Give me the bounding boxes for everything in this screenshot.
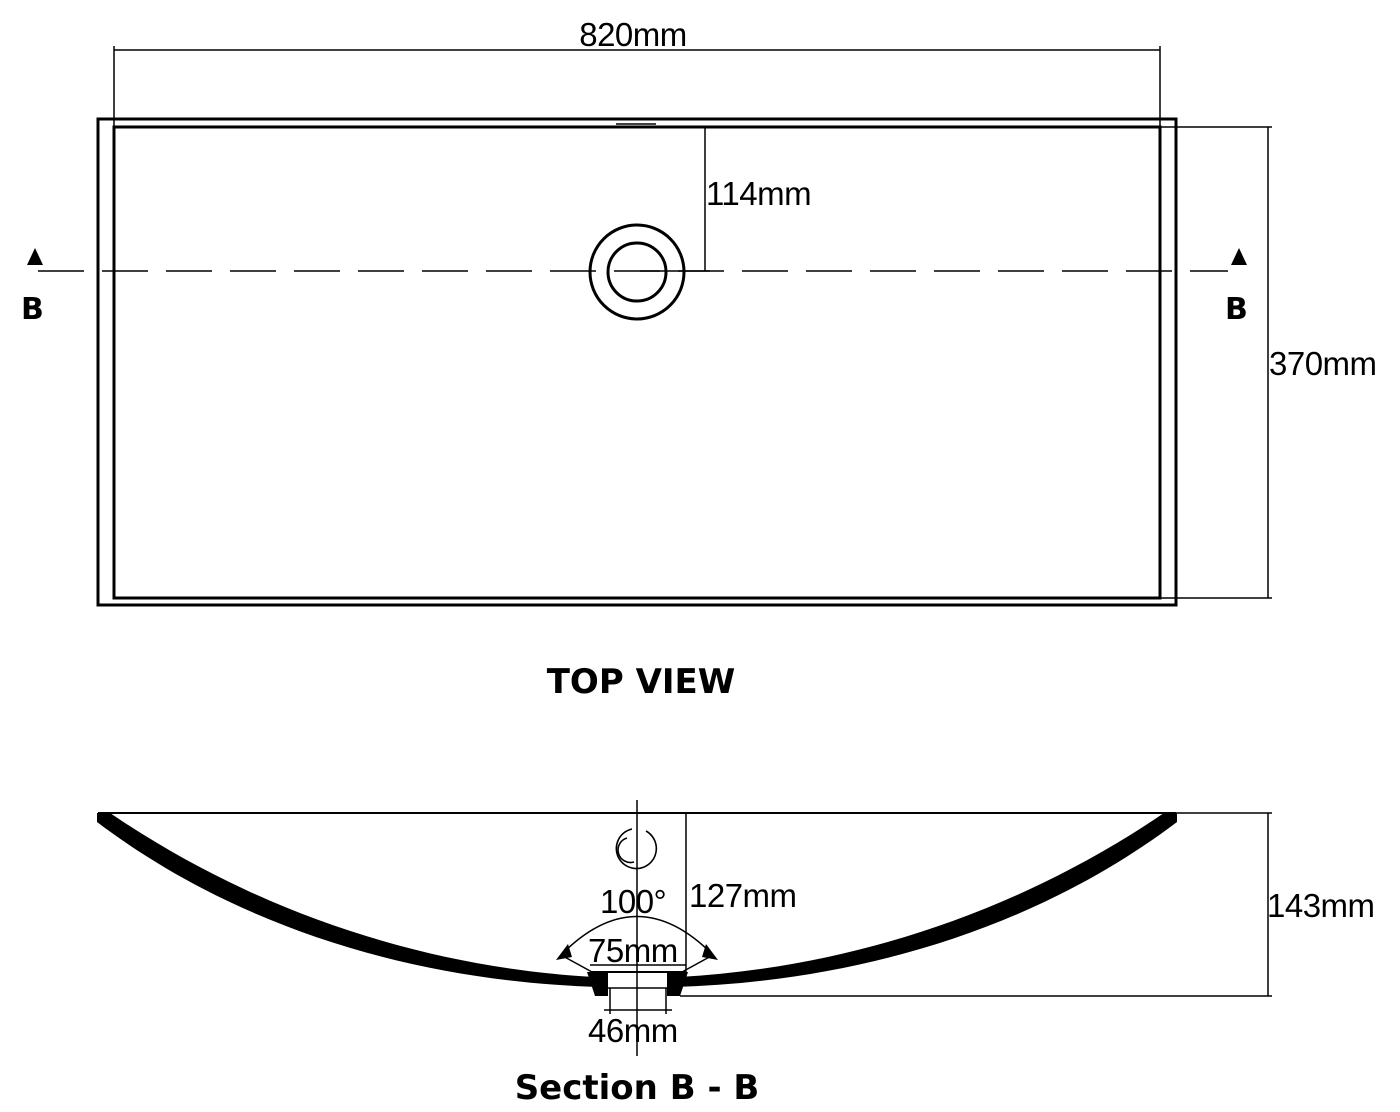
- drain-outer-circle: [588, 223, 686, 321]
- section-arrow-right-icon: [1231, 248, 1247, 265]
- drain-flange-right: [667, 972, 688, 996]
- top-view-title: TOP VIEW: [547, 662, 736, 702]
- section-marker-left: B: [21, 292, 44, 327]
- section-arrow-left-icon: [27, 248, 43, 265]
- section-marker-right: B: [1225, 292, 1248, 327]
- width-dim-label: 820mm: [579, 16, 687, 53]
- section-view: 100° 75mm 46mm 127mm 143mm Section B - B: [97, 800, 1375, 1108]
- basin-outer-outline: [96, 117, 1178, 607]
- drain-offset-label: 114mm: [706, 175, 811, 212]
- drain-flange-left: [587, 972, 608, 996]
- depth-dim-label: 370mm: [1269, 345, 1377, 382]
- drain-inner-circle: [606, 241, 668, 303]
- rotation-symbol-arc-inner: [617, 837, 635, 864]
- inner-depth-dim-label: 127mm: [689, 877, 797, 914]
- angle-dim-label: 100°: [600, 883, 666, 920]
- basin-bowl-profile: [97, 813, 600, 987]
- top-drain-dim-label: 75mm: [588, 932, 678, 969]
- angle-leg-left: [560, 954, 593, 973]
- total-height-dim-label: 143mm: [1267, 887, 1375, 924]
- angle-arc: [560, 915, 714, 956]
- top-view: B B 820mm 114mm 370mm TOP VIEW: [21, 16, 1377, 702]
- section-view-title: Section B - B: [515, 1068, 760, 1108]
- angle-leg-right: [681, 954, 714, 973]
- angle-arrow-left-icon: [556, 944, 572, 960]
- angle-arrow-right-icon: [702, 944, 718, 960]
- basin-inner-outline: [112, 125, 1162, 600]
- bottom-drain-dim-label: 46mm: [588, 1012, 678, 1049]
- rotation-symbol-icon: [615, 828, 658, 870]
